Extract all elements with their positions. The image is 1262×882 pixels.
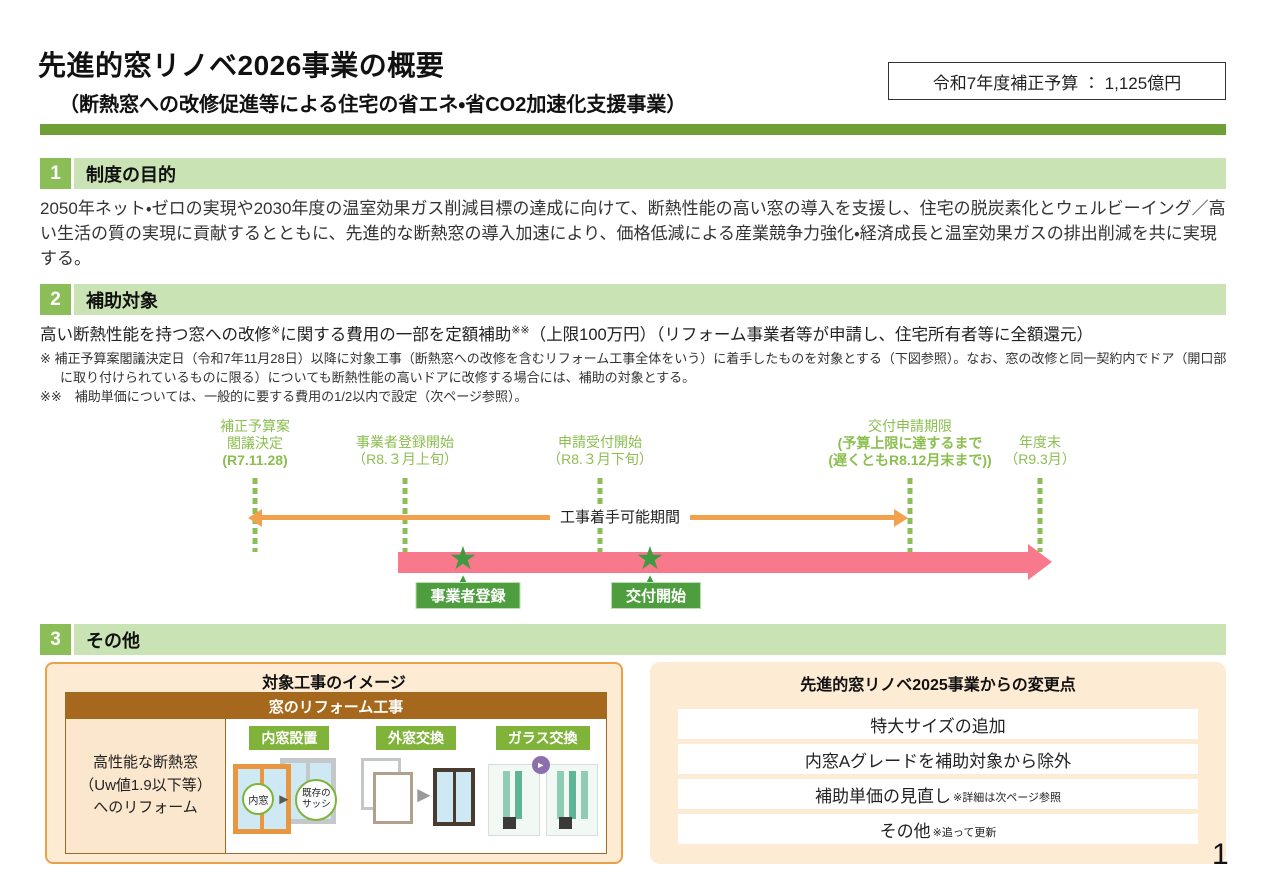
star-icon: ★ xyxy=(635,540,665,576)
section3-header: 3 その他 xyxy=(40,624,1226,655)
up-arrow-icon: ▲ xyxy=(456,571,470,586)
section2-note1: ※ 補正予算案閣議決定日（令和7年11月28日）以降に対象工事（断熱窓への改修を… xyxy=(40,351,1227,385)
arrow-right-head-icon xyxy=(894,509,908,527)
section2-header: 2 補助対象 xyxy=(40,284,1226,315)
changes-card-title: 先進的窓リノベ2025事業からの変更点 xyxy=(800,677,1076,694)
section3-number: 3 xyxy=(40,624,71,655)
title-block: 先進的窓リノベ2026事業の概要 （断熱窓への改修促進等による住宅の省エネ・省C… xyxy=(38,44,686,117)
change-item-row: 内窓Aグレードを補助対象から除外 xyxy=(678,744,1198,774)
section1-title: 制度の目的 xyxy=(86,164,176,185)
page-number: 1 xyxy=(1212,838,1229,871)
budget-label: 令和7年度補正予算 ： 1,125億円 xyxy=(932,73,1182,93)
dotted-line-4 xyxy=(907,478,913,552)
section2-title: 補助対象 xyxy=(86,290,158,311)
section1-header: 1 制度の目的 xyxy=(40,158,1226,189)
inner-window-callout: 内窓 xyxy=(242,783,275,815)
section2-number: 2 xyxy=(40,284,71,315)
new-window-icon xyxy=(433,768,475,826)
up-arrow-icon: ▲ xyxy=(643,571,657,586)
method-outer-window: 外窓交換 ► xyxy=(353,719,480,853)
target-works-title: 対象工事のイメージ xyxy=(262,675,406,692)
change-item-row: 特大サイズの追加 xyxy=(678,709,1198,739)
note-mark-1: ※ xyxy=(271,324,281,337)
replace-arrow-icon: ► xyxy=(531,756,550,774)
work-table: 窓のリフォーム工事 高性能な断熱窓 （Uw値1.9以下等） へのリフォーム 内窓… xyxy=(65,692,607,854)
section3-title: その他 xyxy=(86,630,140,651)
right-arrow-icon: ► xyxy=(276,791,292,808)
change-item-row: 補助単価の見直し ※詳細は次ページ参照 xyxy=(678,779,1198,809)
construction-period-label: 工事着手可能期間 xyxy=(549,506,691,527)
milestone-application-start: 申請受付開始 （R8.３月下旬） xyxy=(547,434,653,467)
arrow-left-head-icon xyxy=(248,509,262,527)
change-item-row: その他 ※追って更新 xyxy=(678,814,1198,844)
old-window-icon xyxy=(373,772,413,824)
work-table-header: 窓のリフォーム工事 xyxy=(66,693,606,719)
change-item-note: ※追って更新 xyxy=(932,826,997,839)
milestone-fiscal-year-end: 年度末 （R9.3月） xyxy=(1004,434,1076,467)
section2-lead-text: 高い断熱性能を持つ窓への改修※に関する費用の一部を定額補助※※（上限100万円）… xyxy=(40,324,1093,345)
milestone-application-deadline: 交付申請期限 (予算上限に達するまで (遅くともR8.12月末まで)) xyxy=(828,418,992,468)
star-icon: ★ xyxy=(448,540,478,576)
chip-glass: ガラス交換 xyxy=(495,726,590,750)
milestone-registration-start: 事業者登録開始 （R8.３月上旬） xyxy=(352,434,458,467)
green-divider-bar xyxy=(40,124,1226,135)
section1-body-text: 2050年ネット・ゼロの実現や2030年度の温室効果ガス削減目標の達成に向けて、… xyxy=(40,199,1226,268)
chip-inner-window: 内窓設置 xyxy=(249,726,330,750)
right-arrow-icon: ► xyxy=(413,782,435,807)
existing-sash-callout: 既存の サッシ xyxy=(295,779,338,821)
marker-business-registration: 事業者登録 xyxy=(415,582,521,609)
glass-illustration: ► xyxy=(482,754,604,842)
note-mark-2: ※※ xyxy=(511,324,530,337)
marker-grant-start: 交付開始 xyxy=(610,582,702,609)
old-glass-icon xyxy=(487,764,540,836)
target-works-card: 対象工事のイメージ 窓のリフォーム工事 高性能な断熱窓 （Uw値1.9以下等） … xyxy=(45,662,623,864)
work-row-label: 高性能な断熱窓 （Uw値1.9以下等） へのリフォーム xyxy=(66,719,226,853)
schedule-timeline: 補正予算案 閣議決定 (R7.11.28) 事業者登録開始 （R8.３月上旬） … xyxy=(0,408,1262,618)
outer-window-illustration: ► xyxy=(355,754,477,842)
milestone-cabinet-decision: 補正予算案 閣議決定 (R7.11.28) xyxy=(220,418,290,468)
page-title: 先進的窓リノベ2026事業の概要 xyxy=(38,50,445,81)
method-glass: ガラス交換 xyxy=(479,719,606,853)
program-period-arrow-head-icon xyxy=(1028,544,1052,580)
change-item-note: ※詳細は次ページ参照 xyxy=(953,791,1061,804)
new-glass-icon xyxy=(545,764,598,836)
page-subtitle: （断熱窓への改修促進等による住宅の省エネ・省CO2加速化支援事業） xyxy=(59,94,687,116)
program-period-bar xyxy=(398,552,1030,573)
method-inner-window: 内窓設置 内窓 ► 既存の サッシ xyxy=(226,719,353,853)
chip-outer-window: 外窓交換 xyxy=(376,726,456,750)
section2-note2: ※※ 補助単価については、一般的に要する費用の1/2以内で設定（次ページ参照）。 xyxy=(40,388,528,404)
inner-window-illustration: 内窓 ► 既存の サッシ xyxy=(228,754,350,842)
dotted-line-5 xyxy=(1037,478,1043,552)
budget-box: 令和7年度補正予算 ： 1,125億円 xyxy=(888,62,1226,100)
section1-number: 1 xyxy=(40,158,71,189)
changes-card: 先進的窓リノベ2025事業からの変更点 特大サイズの追加 内窓Aグレードを補助対… xyxy=(650,662,1226,864)
section2-notes: ※ 補正予算案閣議決定日（令和7年11月28日）以降に対象工事（断熱窓への改修を… xyxy=(40,350,1236,407)
